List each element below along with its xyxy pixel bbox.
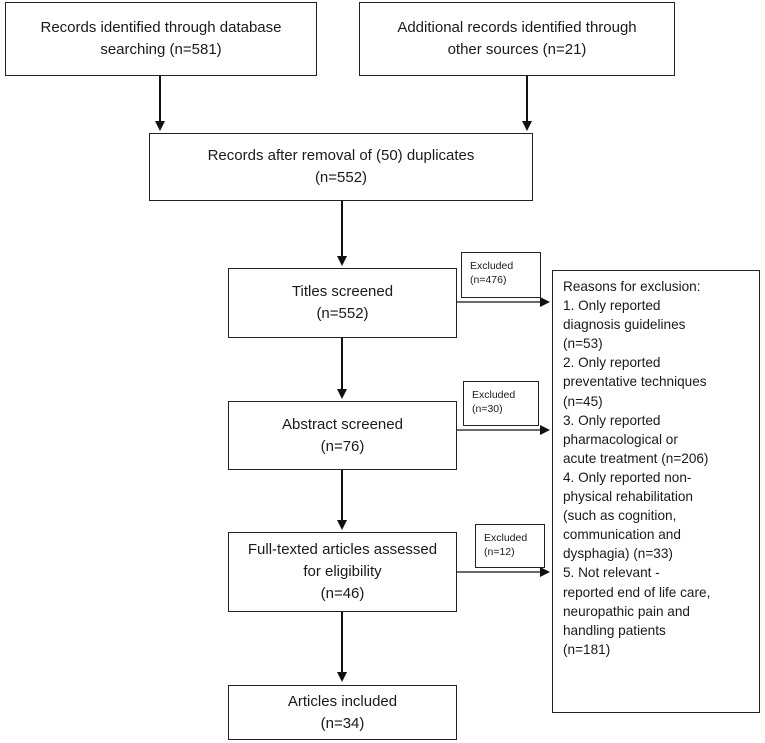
box-articles-included: Articles included (n=34): [228, 685, 457, 740]
reason-line: reported end of life care,: [563, 584, 711, 600]
titles-screened-line2: (n=552): [316, 305, 369, 322]
reason-line: 4. Only reported non-: [563, 469, 692, 485]
database-records-line1: Records identified through database: [40, 19, 282, 37]
titles-excluded-count: (n=476): [470, 274, 507, 287]
other-records-line1: Additional records identified through: [397, 19, 637, 37]
reason-line: 1. Only reported: [563, 298, 661, 314]
fulltext-excluded-count: (n=12): [484, 546, 515, 559]
reason-line: handling patients: [563, 622, 666, 638]
box-titles-screened: Titles screened (n=552): [228, 268, 457, 338]
box-abstract-excluded: Excluded (n=30): [463, 381, 539, 426]
reason-line: communication and: [563, 527, 681, 543]
box-titles-excluded: Excluded (n=476): [461, 252, 541, 298]
box-exclusion-reasons: Reasons for exclusion: 1. Only reported …: [552, 270, 760, 713]
reason-line: physical rehabilitation: [563, 489, 693, 505]
articles-included-line1: Articles included: [287, 692, 398, 710]
titles-excluded-label: Excluded: [470, 260, 514, 272]
fulltext-excluded-label: Excluded: [484, 532, 528, 544]
reason-line: (such as cognition,: [563, 508, 677, 524]
after-duplicates-line2: (n=552): [314, 169, 368, 186]
reason-line: (n=181): [563, 641, 611, 657]
reason-line: 5. Not relevant -: [563, 565, 660, 581]
reason-line: (n=45): [563, 393, 603, 409]
reasons-title: Reasons for exclusion:: [563, 279, 701, 294]
reason-line: dysphagia) (n=33): [563, 546, 673, 562]
reason-line: preventative techniques: [563, 374, 707, 390]
box-other-records: Additional records identified through ot…: [359, 2, 675, 76]
reason-line: 2. Only reported: [563, 355, 661, 371]
reason-line: acute treatment (n=206): [563, 450, 709, 466]
other-records-line2: other sources (n=21): [447, 41, 587, 58]
after-duplicates-line1: Records after removal of (50) duplicates: [207, 147, 475, 165]
titles-screened-line1: Titles screened: [291, 283, 394, 301]
fulltext-assessed-line2: for eligibility: [303, 563, 382, 581]
abstract-excluded-count: (n=30): [472, 403, 503, 416]
articles-included-line2: (n=34): [320, 714, 365, 732]
reason-line: 3. Only reported: [563, 412, 661, 428]
abstract-excluded-label: Excluded: [472, 389, 516, 401]
reason-line: pharmacological or: [563, 431, 678, 447]
database-records-line2: searching (n=581): [100, 41, 222, 58]
abstract-screened-line2: (n=76): [320, 437, 365, 455]
fulltext-assessed-line3: (n=46): [320, 584, 365, 602]
box-fulltext-excluded: Excluded (n=12): [475, 524, 545, 568]
reason-line: neuropathic pain and: [563, 603, 690, 619]
reason-line: diagnosis guidelines: [563, 317, 686, 333]
fulltext-assessed-line1: Full-texted articles assessed: [247, 541, 438, 559]
box-abstract-screened: Abstract screened (n=76): [228, 401, 457, 470]
box-fulltext-assessed: Full-texted articles assessed for eligib…: [228, 532, 457, 612]
box-after-duplicates: Records after removal of (50) duplicates…: [149, 133, 533, 201]
reason-line: (n=53): [563, 336, 603, 352]
box-database-records: Records identified through database sear…: [5, 2, 317, 76]
abstract-screened-line1: Abstract screened: [282, 415, 403, 433]
